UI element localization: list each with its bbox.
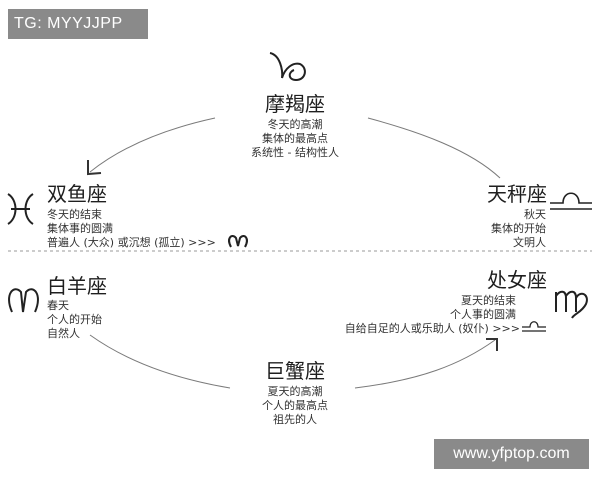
aries-line-1: 春天 bbox=[47, 299, 69, 312]
arc-top-right bbox=[367, 117, 501, 179]
watermark-top: TG: MYYJJPP bbox=[8, 9, 148, 39]
capricorn-line-2: 集体的最高点 bbox=[262, 132, 328, 145]
pisces-line-2: 集体事的圆满 bbox=[47, 222, 113, 235]
aries-line-2: 个人的开始 bbox=[47, 313, 102, 326]
capricorn-line-3: 系统性 - 结构性人 bbox=[251, 146, 339, 159]
libra-line-1: 秋天 bbox=[524, 208, 546, 221]
aries-title: 白羊座 bbox=[47, 274, 107, 298]
watermark-bottom: www.yfptop.com bbox=[434, 439, 589, 469]
capricorn-description: 冬天的高潮 集体的最高点 系统性 - 结构性人 bbox=[220, 118, 370, 160]
pisces-description: 冬天的结束 集体事的圆满 普遍人 (大众) 或沉想 (孤立) >>> bbox=[47, 208, 216, 250]
libra-line-3: 文明人 bbox=[513, 236, 546, 249]
libra-title: 天秤座 bbox=[487, 182, 547, 206]
cancer-line-3: 祖先的人 bbox=[273, 413, 317, 426]
aries-symbol-icon bbox=[8, 288, 39, 313]
virgo-line-3: 自给自足的人或乐助人 (奴仆) >>> bbox=[344, 322, 520, 335]
aries-line-3: 自然人 bbox=[47, 327, 80, 340]
arc-top-left bbox=[89, 117, 216, 173]
pisces-line-1: 冬天的结束 bbox=[47, 208, 102, 221]
libra-symbol-icon bbox=[550, 192, 592, 210]
virgo-title: 处女座 bbox=[487, 268, 547, 292]
libra-line-2: 集体的开始 bbox=[491, 222, 546, 235]
arc-bottom-left bbox=[89, 334, 231, 389]
cancer-description: 夏天的高潮 个人的最高点 祖先的人 bbox=[220, 385, 370, 427]
pisces-symbol-icon bbox=[7, 193, 34, 225]
libra-small-symbol-icon bbox=[522, 321, 546, 332]
libra-description: 秋天 集体的开始 文明人 bbox=[440, 208, 546, 250]
arc-bottom-right bbox=[354, 339, 496, 389]
virgo-symbol-icon bbox=[555, 290, 588, 319]
aries-small-symbol-icon bbox=[228, 235, 248, 248]
arrow-to-virgo bbox=[486, 338, 498, 351]
pisces-title: 双鱼座 bbox=[47, 182, 107, 206]
cancer-title: 巨蟹座 bbox=[265, 359, 325, 383]
capricorn-title: 摩羯座 bbox=[265, 92, 325, 116]
arrow-to-pisces bbox=[87, 160, 102, 176]
virgo-description: 夏天的结束 个人事的圆满 自给自足的人或乐助人 (奴仆) >>> bbox=[300, 294, 520, 336]
cancer-line-2: 个人的最高点 bbox=[262, 399, 328, 412]
capricorn-line-1: 冬天的高潮 bbox=[267, 118, 323, 131]
virgo-line-1: 夏天的结束 bbox=[461, 294, 516, 307]
cancer-line-1: 夏天的高潮 bbox=[267, 385, 323, 398]
pisces-line-3: 普遍人 (大众) 或沉想 (孤立) >>> bbox=[47, 236, 216, 249]
virgo-line-2: 个人事的圆满 bbox=[450, 308, 516, 321]
aries-description: 春天 个人的开始 自然人 bbox=[47, 299, 102, 341]
capricorn-symbol-icon bbox=[269, 52, 306, 82]
